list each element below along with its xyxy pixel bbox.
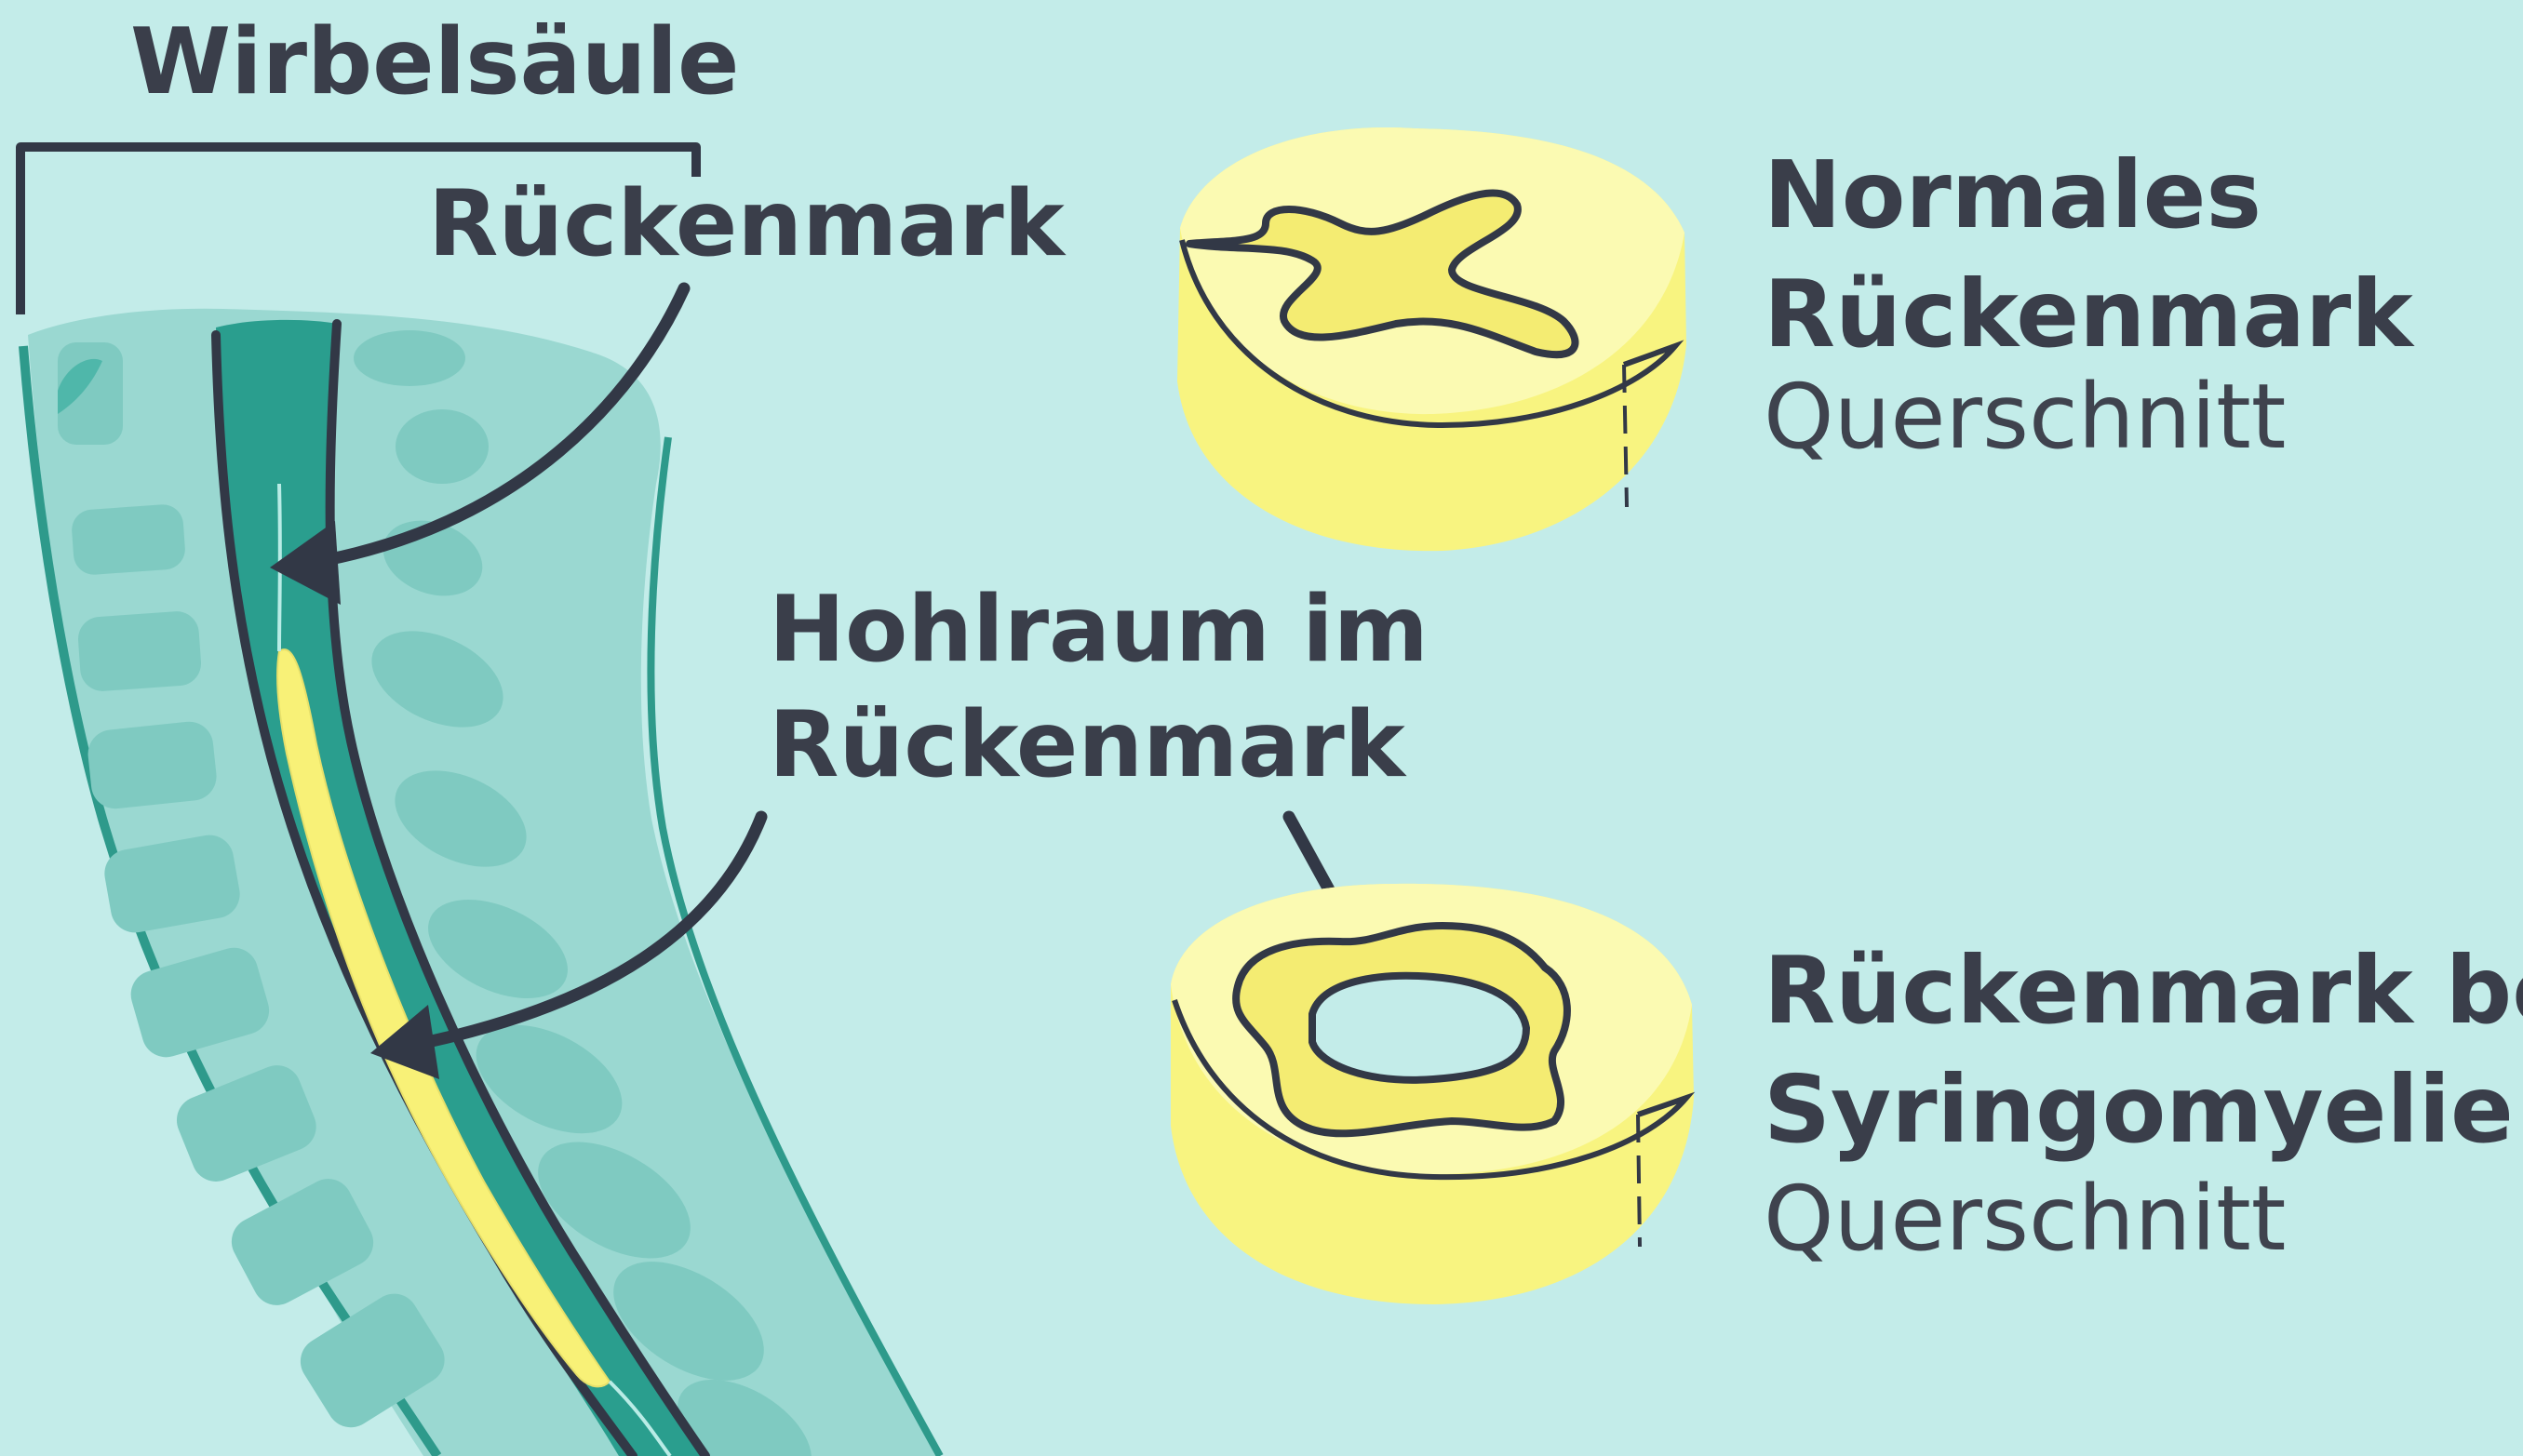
normal-cross-section [1177,127,1686,551]
label-spine: Wirbelsäule [130,17,740,108]
label-normal-line1: Normales [1764,149,2261,242]
label-syrinx-line3: Querschnitt [1764,1174,2286,1263]
label-spinal-cord: Rückenmark [428,179,1065,270]
label-syrinx-line1: Rückenmark bei [1764,944,2523,1037]
label-syrinx-line2: Syringomyelie [1764,1063,2514,1156]
syrinx-cross-section [1171,884,1694,1304]
label-cavity-line1: Hohlraum im [769,584,1429,675]
label-normal-line2: Rückenmark [1764,268,2413,361]
spine-side-view [23,309,940,1456]
label-cavity-line2: Rückenmark [769,700,1405,791]
label-normal-line3: Querschnitt [1764,372,2286,461]
syrinx-cavity-hole [1312,976,1526,1080]
